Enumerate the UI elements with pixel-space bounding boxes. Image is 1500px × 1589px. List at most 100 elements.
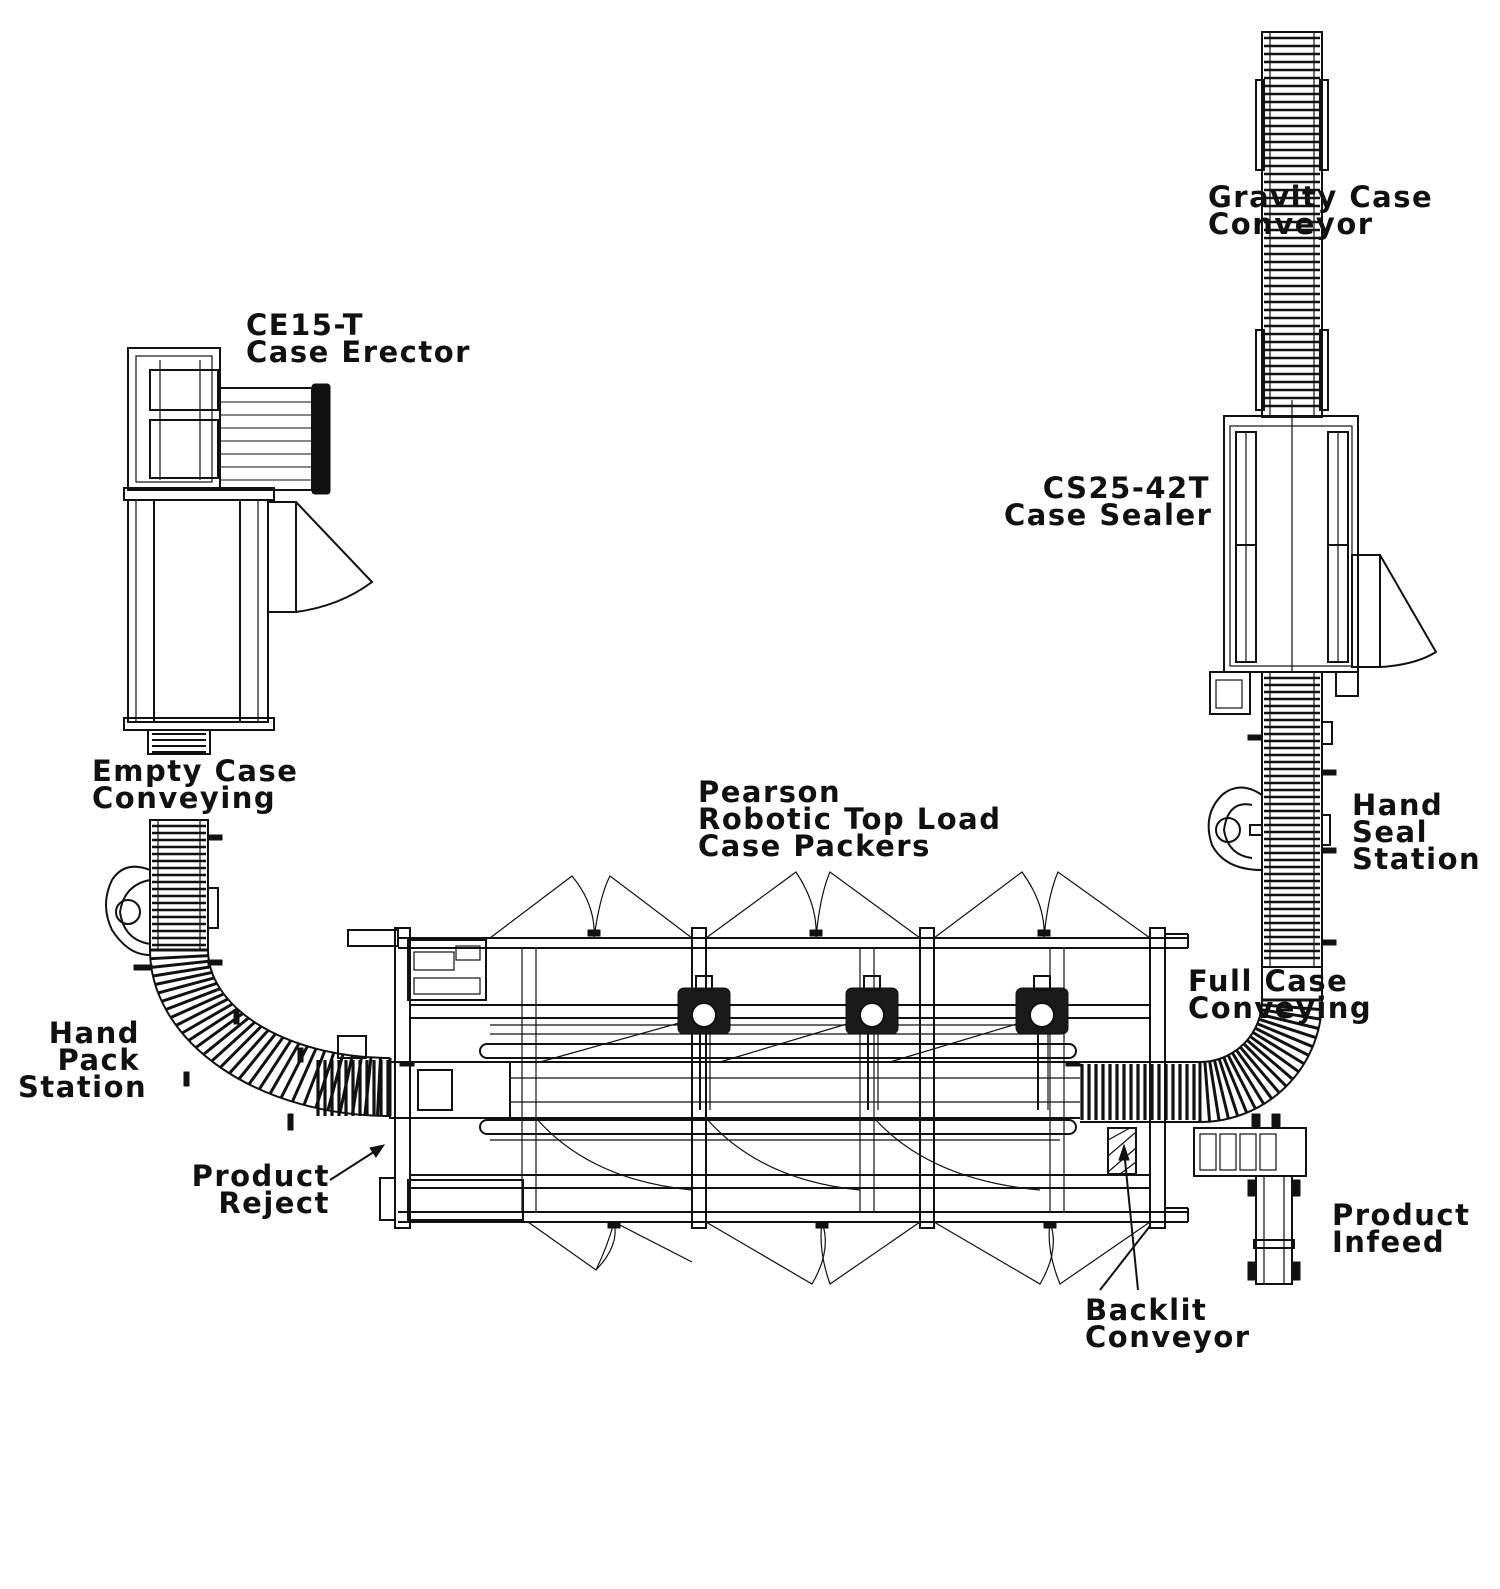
- label-line: Conveying: [92, 781, 277, 815]
- label-full-case-conveying: Full Case Conveying: [1188, 964, 1373, 1025]
- curve-roller: [181, 1002, 234, 1035]
- label-line: Conveyor: [1085, 1320, 1251, 1354]
- robots: [677, 975, 1069, 1110]
- label-case-erector: CE15-T Case Erector: [246, 308, 471, 369]
- curve-roller: [157, 976, 215, 995]
- label-line: Seal: [1352, 815, 1429, 849]
- curve-roller: [1261, 1003, 1322, 1012]
- curve-roller: [1258, 1017, 1317, 1040]
- label-line: Infeed: [1332, 1225, 1446, 1259]
- curve-roller: [302, 1050, 327, 1106]
- curve-roller: [175, 997, 229, 1027]
- label-line: Pack: [57, 1043, 140, 1077]
- label-line: Case Packers: [698, 829, 931, 863]
- curve-roller: [150, 954, 209, 961]
- robot-mount: [863, 975, 881, 991]
- curve-roller: [1246, 1039, 1294, 1081]
- leader-arrows: [329, 1143, 1151, 1291]
- label-gravity-case-conveyor: Gravity Case Conveyor: [1208, 180, 1434, 241]
- gravity-case-conveyor: [1255, 31, 1329, 418]
- label-line: Robotic Top Load: [698, 802, 1002, 836]
- robot-mount: [1033, 975, 1051, 991]
- curve-roller: [210, 1021, 256, 1063]
- case-erector-machine: [123, 347, 374, 755]
- full-case-curve: [1080, 967, 1323, 1123]
- label-line: Full Case: [1188, 964, 1349, 998]
- curve-roller: [152, 965, 211, 978]
- label-line: Product: [1332, 1198, 1471, 1232]
- curve-roller: [1222, 1056, 1249, 1114]
- curve-roller: [258, 1039, 293, 1091]
- curve-roller: [1235, 1049, 1273, 1100]
- label-case-sealer: CS25-42T Case Sealer: [1004, 471, 1213, 532]
- robot-unit: [845, 975, 899, 1110]
- label-line: Station: [18, 1070, 148, 1104]
- guard-doors: [489, 871, 1151, 1285]
- curve-roller: [291, 1048, 318, 1103]
- label-empty-case-conveying: Empty Case Conveying: [92, 754, 299, 815]
- robot-unit: [677, 975, 731, 1110]
- curve-roller: [247, 1036, 285, 1086]
- label-line: Conveyor: [1208, 207, 1374, 241]
- label-product-infeed: Product Infeed: [1332, 1198, 1471, 1259]
- curve-roller: [1203, 1061, 1212, 1122]
- label-line: CE15-T: [246, 308, 365, 342]
- curve-roller: [1242, 1042, 1288, 1088]
- label-hand-pack-station: Hand Pack Station: [18, 1016, 148, 1104]
- curve-roller: [219, 1025, 263, 1069]
- curve-roller: [1239, 1046, 1281, 1094]
- curve-roller: [154, 970, 213, 986]
- curve-roller: [1213, 1059, 1230, 1119]
- label-line: Station: [1352, 842, 1482, 876]
- curve-roller: [161, 981, 218, 1003]
- curve-roller: [237, 1032, 277, 1080]
- curve-roller: [202, 1016, 250, 1056]
- curve-roller: [1249, 1035, 1300, 1073]
- curve-roller: [1261, 1008, 1321, 1021]
- curve-roller: [187, 1007, 239, 1042]
- label-product-reject: Product Reject: [190, 1159, 330, 1220]
- label-line: Backlit: [1085, 1293, 1208, 1327]
- curve-roller: [1254, 1026, 1310, 1057]
- label-line: Gravity Case: [1208, 180, 1434, 214]
- label-line: Pearson: [698, 775, 842, 809]
- robot-joint: [1029, 1002, 1055, 1028]
- label-line: Conveying: [1188, 991, 1373, 1025]
- curve-roller: [1208, 1061, 1221, 1121]
- label-line: Product: [191, 1159, 330, 1193]
- label-line: Reject: [218, 1186, 330, 1220]
- label-line: Hand: [1352, 788, 1444, 822]
- curve-roller: [1252, 1031, 1305, 1066]
- robot-unit: [1015, 975, 1069, 1110]
- curve-roller: [165, 987, 221, 1011]
- curve-roller: [1217, 1058, 1240, 1117]
- hand-seal-operator: [1207, 786, 1263, 871]
- label-line: Hand: [48, 1016, 140, 1050]
- curve-roller: [1256, 1022, 1314, 1049]
- curve-roller: [1231, 1052, 1266, 1105]
- robot-joint: [859, 1002, 885, 1028]
- case-sealer-machine: [1209, 400, 1438, 715]
- label-line: Empty Case: [92, 754, 299, 788]
- curve-roller: [1259, 1013, 1319, 1030]
- empty-case-conveyor: [133, 819, 392, 1131]
- label-backlit-conveyor: Backlit Conveyor: [1085, 1293, 1251, 1354]
- curve-roller: [151, 959, 210, 969]
- hand-pack-operator: [105, 865, 151, 956]
- curve-roller: [170, 992, 225, 1019]
- curve-roller: [268, 1042, 301, 1095]
- product-infeed-conveyor: [1193, 1113, 1307, 1285]
- curve-roller: [1226, 1054, 1257, 1110]
- label-hand-seal-station: Hand Seal Station: [1352, 788, 1482, 876]
- full-case-vertical-conveyor: [1247, 671, 1337, 968]
- label-line: Case Erector: [246, 335, 471, 369]
- label-robotic-case-packers: Pearson Robotic Top Load Case Packers: [698, 775, 1002, 863]
- label-line: CS25-42T: [1042, 471, 1210, 505]
- robot-mount: [695, 975, 713, 991]
- label-line: Case Sealer: [1004, 498, 1213, 532]
- robot-joint: [691, 1002, 717, 1028]
- packer-conveyors: [389, 1019, 1137, 1191]
- curve-roller: [228, 1029, 270, 1075]
